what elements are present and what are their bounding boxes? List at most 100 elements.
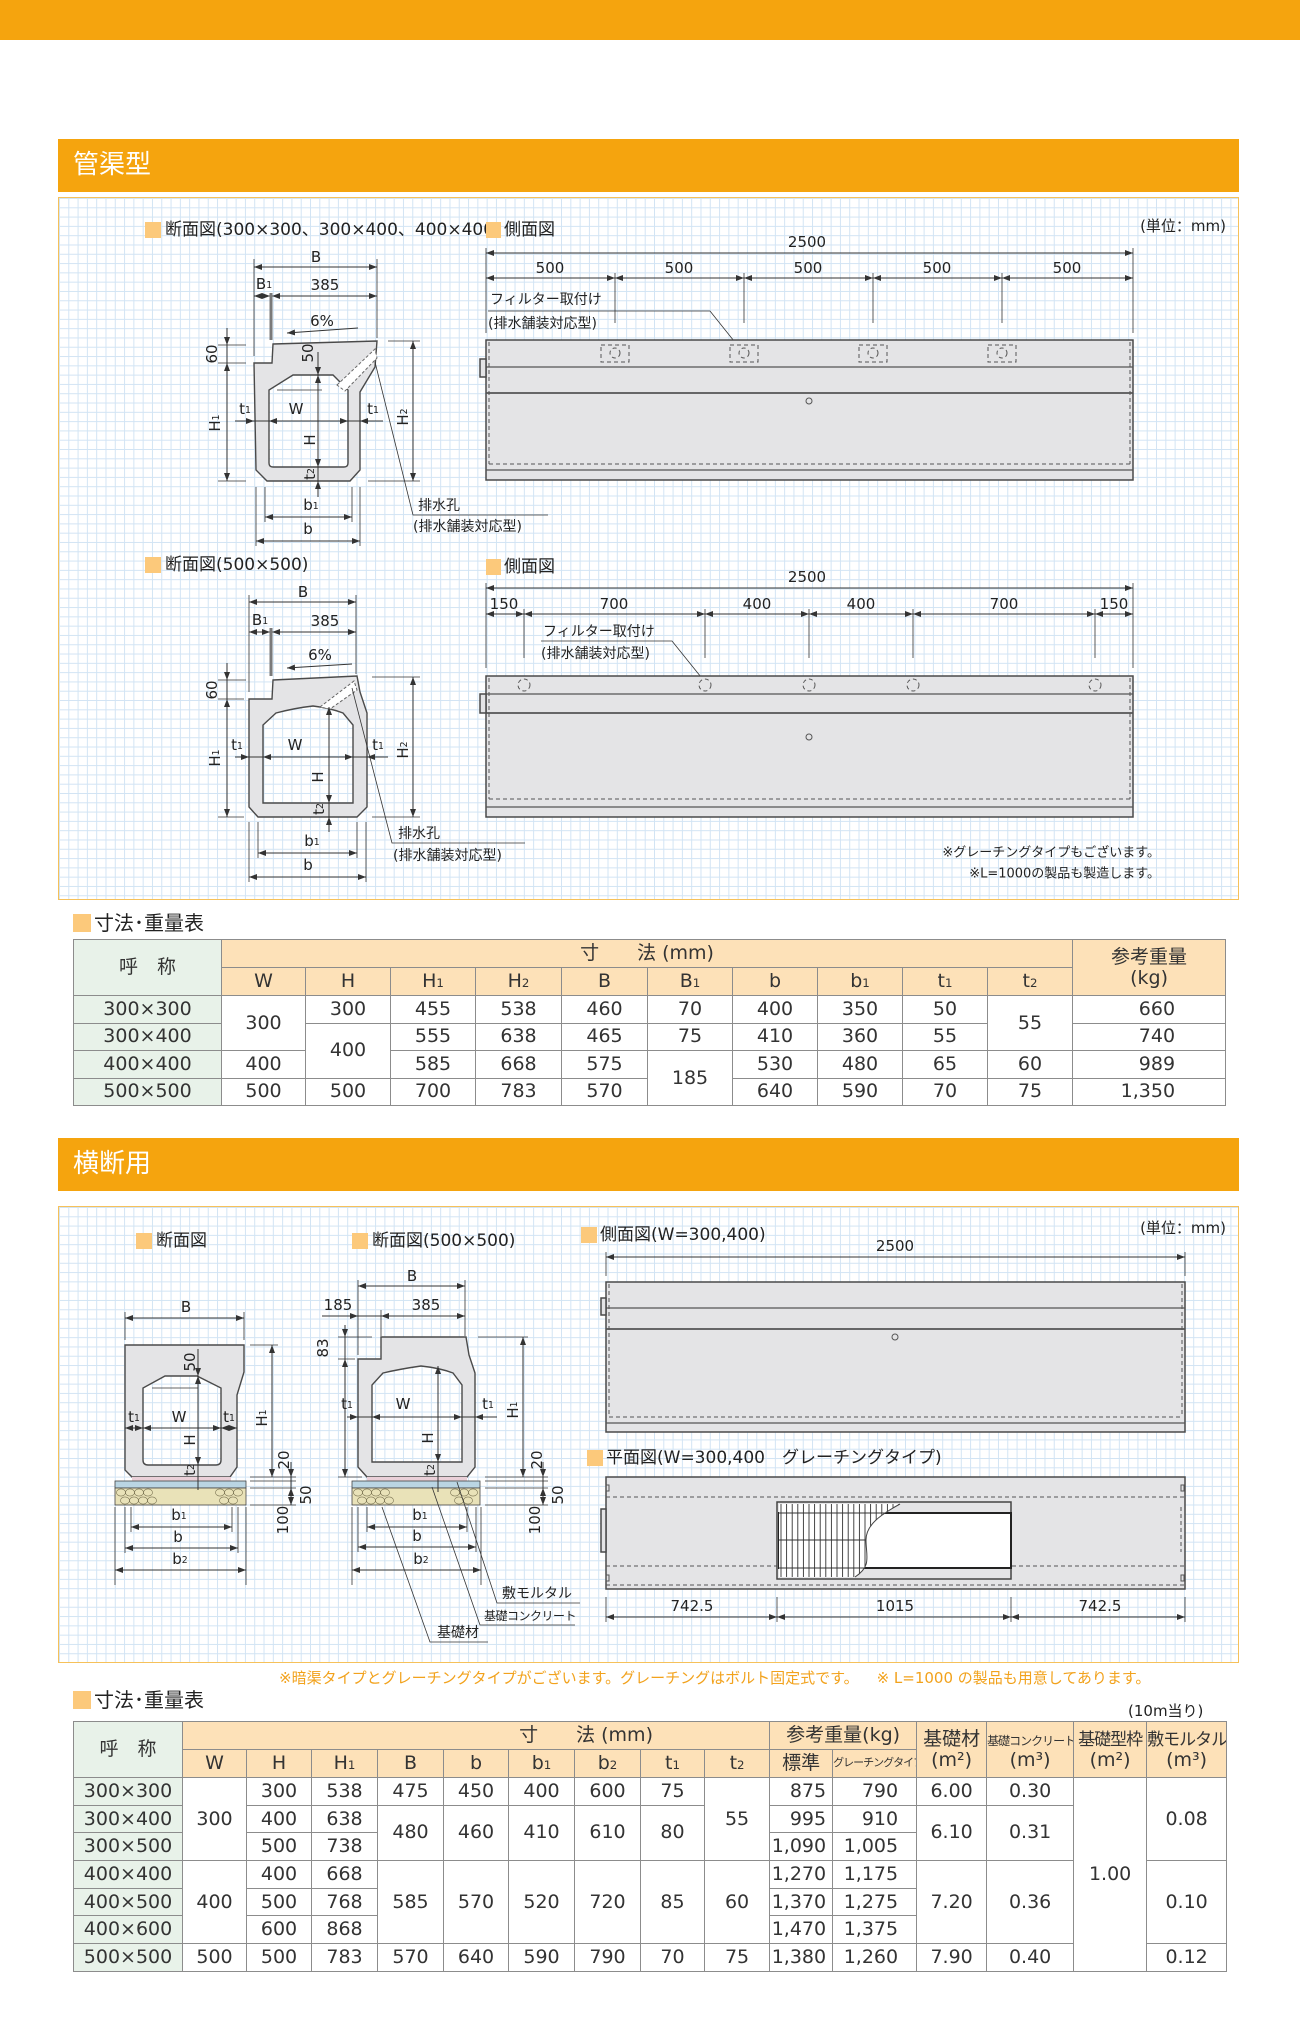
cell-H: 300 xyxy=(246,1777,312,1806)
filter-hole xyxy=(867,347,879,359)
cell-t2: 75 xyxy=(703,1943,771,1972)
joint-tab xyxy=(479,358,487,378)
drain-leader-line xyxy=(374,361,548,516)
header-mortar-unit: (m³) xyxy=(1166,1748,1208,1771)
foundation-concrete xyxy=(351,1480,481,1489)
dim-label-b: b xyxy=(412,1527,422,1545)
cell-H: 500 xyxy=(246,1943,312,1972)
title-marker xyxy=(145,222,161,238)
cell-b1: 350 xyxy=(817,995,903,1024)
header-name: 呼 称 xyxy=(73,939,222,996)
cell-weight-standard: 1,380 xyxy=(769,1943,834,1972)
drawings-oudan: 断面図 B 50 H t2 t1 W t1 H1 20 5 xyxy=(114,1219,1226,1643)
cell-b1: 410 xyxy=(508,1804,575,1862)
title-marker xyxy=(352,1233,368,1249)
cell-W: 500 xyxy=(221,1077,306,1106)
dim-label-b1: b1 xyxy=(412,1506,428,1524)
subscript-digit: 1 xyxy=(672,1758,680,1773)
cell-B1: 75 xyxy=(647,1022,733,1051)
dim-label-t1-left: t1 xyxy=(341,1395,353,1413)
cell-weight-grating: 910 xyxy=(832,1804,918,1834)
cell-b1: 590 xyxy=(817,1077,903,1106)
cell-H1: 555 xyxy=(390,1022,476,1051)
filter-note: (排水舗装対応型) xyxy=(488,316,597,332)
cobble-pattern xyxy=(116,1488,157,1505)
slope-label: 6% xyxy=(310,312,334,330)
cell-H: 500 xyxy=(246,1887,312,1917)
filter-hole xyxy=(609,347,621,359)
title-marker xyxy=(145,557,161,573)
filter-label: フィルター取付け xyxy=(490,292,602,308)
header-col: t2 xyxy=(986,967,1074,996)
cell-name: 300×400 xyxy=(73,1804,183,1834)
cross-section-a: 断面図(300×300、300×400、400×400) B B1 385 6%… xyxy=(145,220,548,546)
cell-t2: 75 xyxy=(986,1077,1074,1106)
header-form-label: 基礎型枠 xyxy=(1078,1729,1143,1750)
header-col: H1 xyxy=(390,967,476,996)
bedding-mortar xyxy=(132,1477,231,1481)
cell-weight-standard: 1,370 xyxy=(769,1887,834,1917)
header-dimensions: 寸 法 (mm) xyxy=(220,939,1074,968)
cell-H1: 738 xyxy=(311,1832,378,1862)
leader-label-concrete: 基礎コンクリート xyxy=(484,1609,576,1623)
dim-label-segment: 700 xyxy=(600,595,629,613)
dim-label-B: B xyxy=(298,583,308,601)
unit-label: (単位：mm) xyxy=(1140,217,1226,235)
dim-label-60: 60 xyxy=(203,344,221,363)
header-weight-unit: (kg) xyxy=(1130,966,1168,989)
cell-b: 640 xyxy=(443,1943,509,1972)
cell-name: 400×400 xyxy=(73,1860,183,1889)
title-marker xyxy=(486,222,501,238)
bedding-mortar xyxy=(367,1477,467,1481)
channel-body-section xyxy=(124,1344,245,1478)
cobble-stone xyxy=(233,1488,243,1497)
cell-base: 7.20 xyxy=(916,1860,988,1945)
lifting-hole xyxy=(805,733,813,741)
dim-label-t1-left: t1 xyxy=(128,1408,140,1426)
cell-weight-standard: 1,090 xyxy=(769,1832,834,1862)
cobble-stone xyxy=(147,1496,157,1505)
table-row: 500×500 500 500 700 783 570 640 590 70 7… xyxy=(73,1077,1227,1106)
edge-notch xyxy=(605,1484,610,1492)
cell-H1: 538 xyxy=(311,1777,378,1806)
header-col: t1 xyxy=(640,1749,705,1778)
subscript-digit: 1 xyxy=(262,616,268,627)
cell-H1: 585 xyxy=(390,1050,476,1079)
foundation-base xyxy=(351,1487,481,1506)
dim-label-B: B xyxy=(181,1298,191,1316)
cell-t1: 75 xyxy=(640,1777,705,1806)
header-col: B xyxy=(561,967,648,996)
table-row: 400×400 400 585 668 575 185 530 480 65 6… xyxy=(73,1050,1227,1106)
drain-hole-note: (排水舗装対応型) xyxy=(393,848,502,864)
cell-t1: 70 xyxy=(902,1077,988,1106)
header-col: H1 xyxy=(311,1749,378,1778)
cell-t1: 50 xyxy=(902,995,988,1024)
cell-weight: 1,350 xyxy=(1072,1077,1227,1106)
leader-label-mortar: 敷モルタル xyxy=(502,1586,572,1602)
dim-label-total: 2500 xyxy=(788,233,826,251)
side-view-a-title: 側面図 xyxy=(504,220,555,240)
cell-H1: 700 xyxy=(390,1077,476,1106)
filter-slot xyxy=(858,344,888,363)
cell-weight-standard: 1,270 xyxy=(769,1860,834,1889)
filter-hole xyxy=(802,678,816,692)
cell-B: 585 xyxy=(377,1860,444,1945)
cell-b1: 590 xyxy=(508,1943,575,1972)
subscript-digit: 1 xyxy=(134,1413,140,1424)
leader-line-mortar xyxy=(456,1481,580,1604)
cell-mortar: 0.10 xyxy=(1146,1860,1228,1945)
drain-hole-note: (排水舗装対応型) xyxy=(413,519,522,535)
table-row: 400×400 400 400 668 585 570 520 720 85 6… xyxy=(73,1860,1228,1945)
subscript-digit: 2 xyxy=(399,408,410,414)
header-mortar: 敷モルタル(m³) xyxy=(1146,1721,1228,1778)
subscript-digit: 2 xyxy=(423,1555,429,1566)
subscript-digit: 1 xyxy=(258,1409,269,1415)
drain-hole-label: 排水孔 xyxy=(418,498,460,514)
dim-label-W: W xyxy=(396,1395,411,1413)
dim-label-B1: B1 xyxy=(252,611,268,629)
cell-H1: 783 xyxy=(311,1943,378,1972)
header-dimensions: 寸 法 (mm) xyxy=(181,1721,771,1750)
cell-weight-standard: 995 xyxy=(769,1804,834,1834)
dim-label-t1-right: t1 xyxy=(372,736,384,754)
header-concrete: 基礎コンクリート(m³) xyxy=(986,1721,1075,1778)
